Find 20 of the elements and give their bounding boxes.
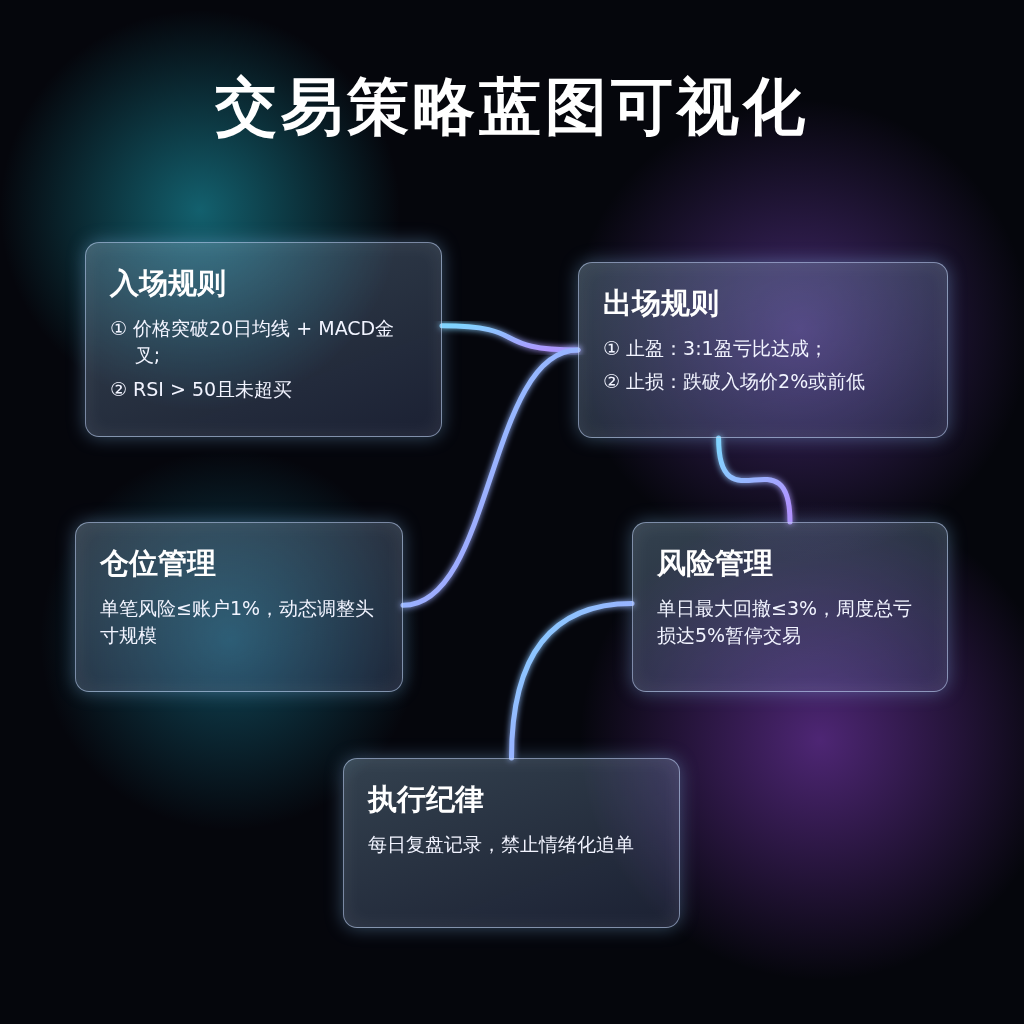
rule-card bbox=[632, 522, 948, 692]
rule-card bbox=[75, 522, 403, 692]
card-heading: 入场规则 bbox=[110, 265, 227, 302]
card-text: ② RSI > 50且未超买 bbox=[110, 376, 294, 402]
card-text: ② 止损：跌破入场价2%或前低 bbox=[603, 369, 867, 395]
connector-line bbox=[439, 323, 581, 353]
rule-card bbox=[343, 758, 680, 928]
card-heading: 仓位管理 bbox=[100, 545, 217, 582]
card-text: 单笔风险≤账户1%，动态调整头寸规模 bbox=[100, 595, 376, 649]
card-text: 单日最大回撤≤3%，周度总亏损达5%暂停交易 bbox=[657, 595, 914, 649]
connector-line bbox=[509, 601, 635, 761]
card-heading: 执行纪律 bbox=[368, 781, 485, 818]
title: 交易策略蓝图可视化 bbox=[215, 70, 809, 145]
card-heading: 出场规则 bbox=[603, 285, 720, 322]
rule-card bbox=[85, 242, 442, 437]
rule-card bbox=[578, 262, 948, 438]
card-text: ① 止盈：3:1盈亏比达成； bbox=[603, 335, 829, 361]
card-heading: 风险管理 bbox=[657, 545, 774, 582]
card-text: 每日复盘记录，禁止情绪化追单 bbox=[368, 831, 635, 857]
card-text: ① 价格突破20日均线 + MACD金叉; bbox=[110, 315, 396, 369]
